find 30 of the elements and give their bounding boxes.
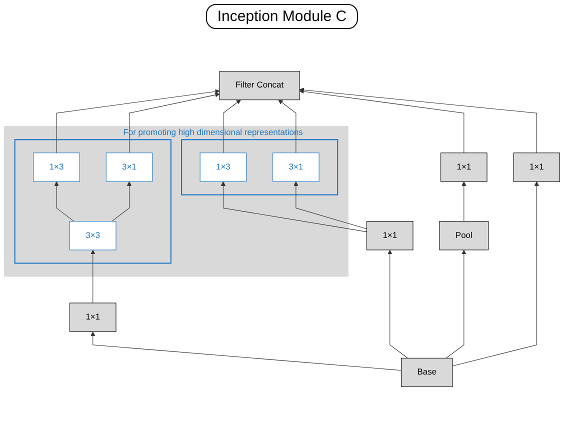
node-box: Filter Concat xyxy=(219,70,300,100)
node-box: 3×3 xyxy=(70,221,116,250)
node-box: 1×1 xyxy=(513,152,560,182)
cluster xyxy=(14,139,172,264)
node-box: 3×1 xyxy=(272,152,320,182)
node-box: 1×3 xyxy=(200,152,247,182)
arrow xyxy=(452,181,539,366)
arrow xyxy=(90,331,402,371)
arrow xyxy=(294,181,368,230)
node-box: 1×3 xyxy=(33,152,80,182)
arrow xyxy=(56,89,220,154)
node-box: 1×1 xyxy=(70,302,116,332)
arrow xyxy=(299,88,537,154)
arrow xyxy=(462,181,466,222)
cluster xyxy=(181,139,338,196)
arrow xyxy=(388,250,408,358)
arrow xyxy=(446,250,466,358)
arrow xyxy=(90,250,96,304)
node-box: 1×1 xyxy=(366,221,414,250)
arrow xyxy=(112,181,132,222)
node-box: 1×1 xyxy=(440,152,488,182)
arrow xyxy=(220,181,368,232)
node-box: Pool xyxy=(439,221,489,250)
arrow xyxy=(222,100,241,154)
arrow xyxy=(54,181,74,222)
arrow xyxy=(299,89,464,154)
arrow xyxy=(278,100,296,154)
title: Inception Module C xyxy=(206,4,358,29)
node-box: Base xyxy=(401,358,453,388)
node-box: 3×1 xyxy=(106,152,153,182)
